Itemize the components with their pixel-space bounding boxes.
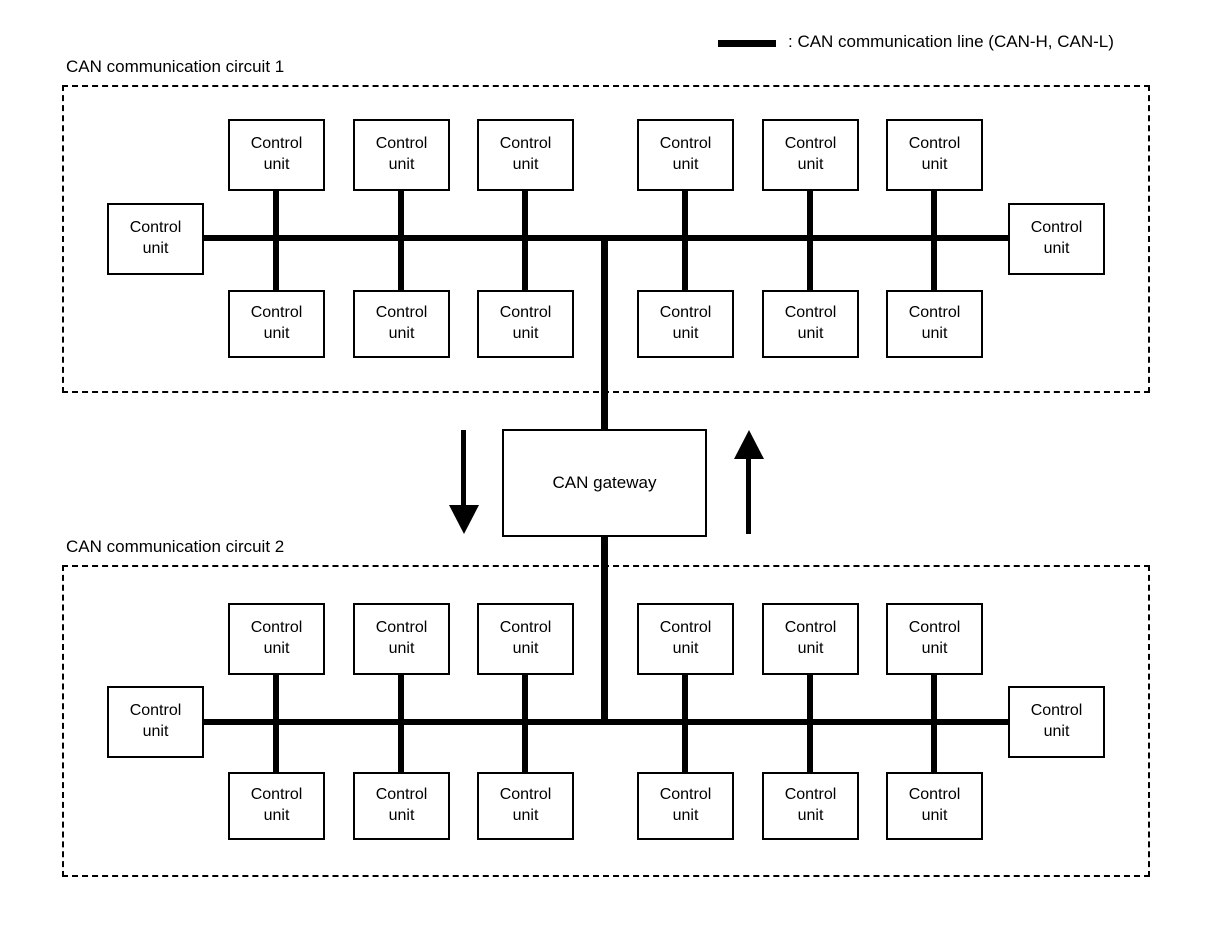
control-unit-label: Control unit: [499, 304, 552, 342]
control-unit-label: Control unit: [375, 304, 428, 342]
connector-line: [273, 675, 279, 725]
control-unit-label: Control unit: [1030, 702, 1083, 740]
control-unit-label: Control unit: [375, 135, 428, 173]
control-unit-label: Control unit: [129, 219, 182, 257]
control-unit-label: Control unit: [784, 304, 837, 342]
control-unit-label: Control unit: [784, 135, 837, 173]
can-line-swatch-icon: [718, 40, 776, 47]
control-unit-label: Control unit: [250, 135, 303, 173]
control-unit-box: Control unit: [353, 772, 450, 840]
connector-line: [398, 191, 404, 243]
connector-line: [522, 191, 528, 243]
connector-line: [807, 722, 813, 772]
control-unit-box: Control unit: [477, 772, 574, 840]
control-unit-label: Control unit: [250, 619, 303, 657]
control-unit-label: Control unit: [375, 786, 428, 824]
connector-line: [522, 675, 528, 725]
control-unit-box: Control unit: [1008, 686, 1105, 758]
connector-line: [931, 675, 937, 725]
up-arrow-head: [734, 430, 764, 459]
connector-line: [273, 191, 279, 243]
control-unit-box: Control unit: [1008, 203, 1105, 275]
control-unit-box: Control unit: [228, 119, 325, 191]
connector-line: [682, 238, 688, 290]
circuit1-title: CAN communication circuit 1: [66, 57, 285, 76]
control-unit-box: Control unit: [637, 772, 734, 840]
up-arrow-shaft: [746, 457, 751, 534]
control-unit-box: Control unit: [477, 119, 574, 191]
control-unit-label: Control unit: [375, 619, 428, 657]
control-unit-box: Control unit: [107, 203, 204, 275]
control-unit-box: Control unit: [228, 603, 325, 675]
control-unit-box: Control unit: [228, 772, 325, 840]
control-unit-box: Control unit: [886, 772, 983, 840]
gateway-trunk-line-1: [601, 236, 608, 430]
control-unit-label: Control unit: [1030, 219, 1083, 257]
control-unit-label: Control unit: [908, 619, 961, 657]
control-unit-label: Control unit: [659, 619, 712, 657]
control-unit-box: Control unit: [353, 119, 450, 191]
legend-label: : CAN communication line (CAN-H, CAN-L): [788, 32, 1114, 51]
down-arrow-head: [449, 505, 479, 534]
control-unit-label: Control unit: [129, 702, 182, 740]
connector-line: [522, 238, 528, 290]
control-unit-label: Control unit: [499, 786, 552, 824]
control-unit-label: Control unit: [659, 786, 712, 824]
connector-line: [931, 238, 937, 290]
connector-line: [522, 722, 528, 772]
control-unit-label: Control unit: [250, 786, 303, 824]
can-gateway-box: CAN gateway: [502, 429, 707, 537]
connector-line: [931, 191, 937, 243]
connector-line: [682, 191, 688, 243]
connector-line: [807, 238, 813, 290]
connector-line: [398, 675, 404, 725]
control-unit-box: Control unit: [762, 772, 859, 840]
control-unit-label: Control unit: [908, 786, 961, 824]
connector-line: [273, 722, 279, 772]
down-arrow-shaft: [461, 430, 466, 507]
can-bus-line-2: [204, 719, 1008, 725]
control-unit-label: Control unit: [250, 304, 303, 342]
connector-line: [931, 722, 937, 772]
control-unit-box: Control unit: [762, 603, 859, 675]
control-unit-box: Control unit: [762, 119, 859, 191]
control-unit-box: Control unit: [886, 290, 983, 358]
control-unit-box: Control unit: [637, 119, 734, 191]
control-unit-label: Control unit: [499, 619, 552, 657]
connector-line: [807, 675, 813, 725]
gateway-trunk-line-2: [601, 535, 608, 725]
connector-line: [682, 722, 688, 772]
connector-line: [398, 722, 404, 772]
control-unit-box: Control unit: [353, 603, 450, 675]
connector-line: [682, 675, 688, 725]
control-unit-box: Control unit: [637, 290, 734, 358]
circuit2-title: CAN communication circuit 2: [66, 537, 285, 556]
connector-line: [398, 238, 404, 290]
control-unit-box: Control unit: [107, 686, 204, 758]
control-unit-box: Control unit: [886, 119, 983, 191]
control-unit-label: Control unit: [784, 786, 837, 824]
control-unit-label: Control unit: [499, 135, 552, 173]
control-unit-box: Control unit: [477, 290, 574, 358]
connector-line: [273, 238, 279, 290]
control-unit-box: Control unit: [886, 603, 983, 675]
connector-line: [807, 191, 813, 243]
control-unit-box: Control unit: [762, 290, 859, 358]
control-unit-box: Control unit: [353, 290, 450, 358]
control-unit-label: Control unit: [659, 304, 712, 342]
control-unit-box: Control unit: [477, 603, 574, 675]
control-unit-label: Control unit: [784, 619, 837, 657]
control-unit-box: Control unit: [228, 290, 325, 358]
control-unit-label: Control unit: [908, 135, 961, 173]
control-unit-label: Control unit: [659, 135, 712, 173]
control-unit-label: Control unit: [908, 304, 961, 342]
control-unit-box: Control unit: [637, 603, 734, 675]
can-gateway-label: CAN gateway: [552, 473, 657, 492]
